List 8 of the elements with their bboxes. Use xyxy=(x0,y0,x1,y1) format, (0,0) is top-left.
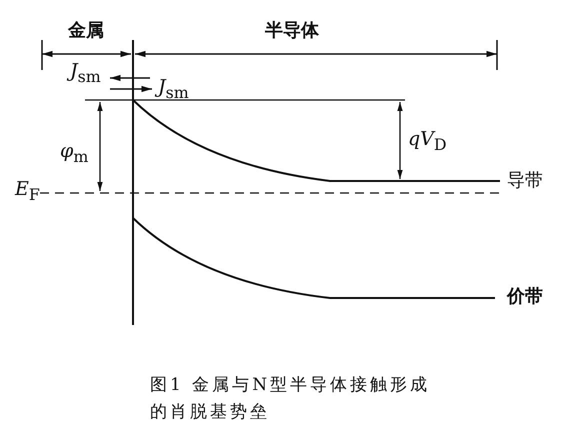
symbol-label: qV$_{D}$ xyxy=(408,130,447,153)
symbol-label: E$_{F}$ xyxy=(15,180,40,203)
region-label: 金属 xyxy=(68,22,104,40)
figure-caption: 图1 金属与N型半导体接触形成的肖脱基势垒 xyxy=(150,374,432,424)
region-label: 半导体 xyxy=(265,22,319,40)
symbol-label: φ$_{m}$ xyxy=(60,142,88,165)
band-label: 导带 xyxy=(507,172,543,190)
band-label: 价带 xyxy=(507,288,543,306)
